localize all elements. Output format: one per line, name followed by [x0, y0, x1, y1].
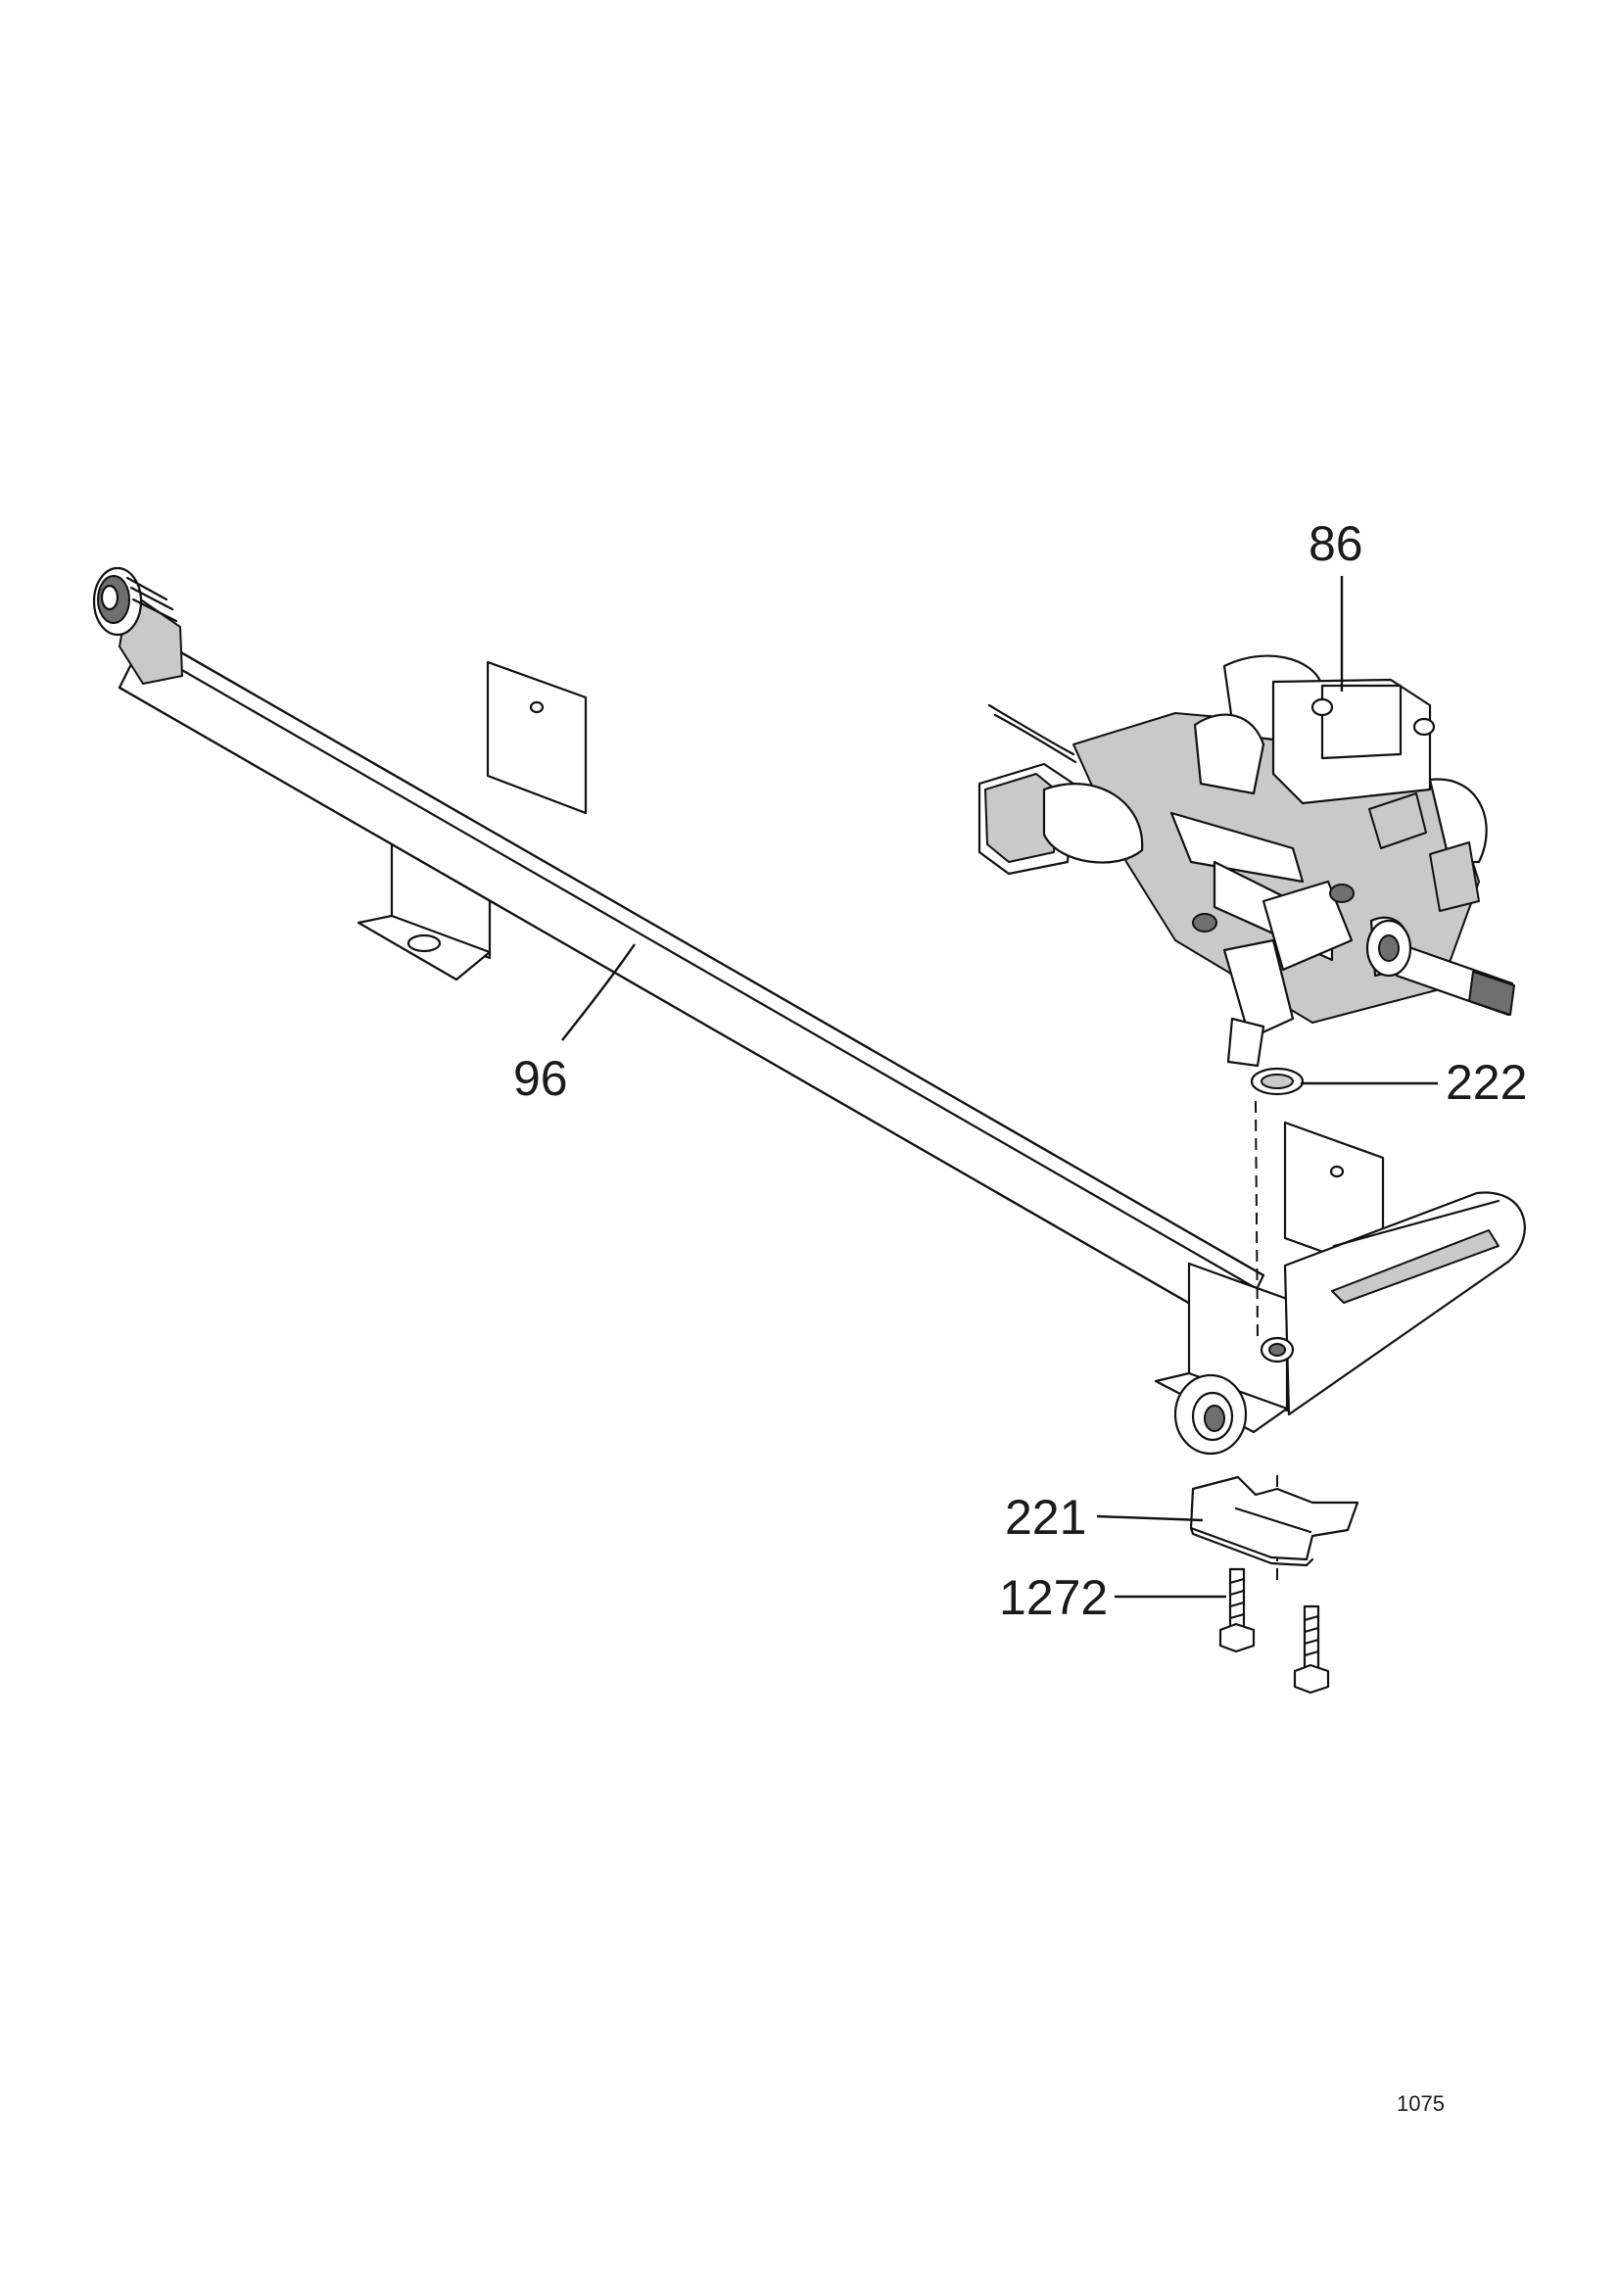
leader-221: [1096, 1514, 1204, 1522]
leader-96: [561, 943, 636, 1041]
sealing-ring-part-222: [1250, 1067, 1305, 1096]
clamp-plate-part-221: [1189, 1475, 1359, 1567]
gas-valve-part-86: [977, 654, 1515, 1068]
assembly-axis-line: [1255, 1100, 1259, 1337]
gas-pipe-part-96: [92, 566, 1526, 1456]
callout-86: 86: [1309, 516, 1363, 571]
callout-96: 96: [513, 1051, 568, 1106]
callout-221: 221: [1005, 1490, 1086, 1545]
page-number: 1075: [1397, 2091, 1445, 2116]
callout-222: 222: [1446, 1055, 1527, 1110]
screws-part-1272: [1218, 1567, 1330, 1695]
callout-1272: 1272: [999, 1570, 1108, 1625]
